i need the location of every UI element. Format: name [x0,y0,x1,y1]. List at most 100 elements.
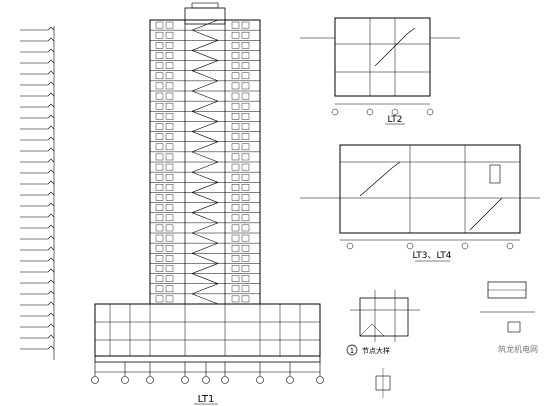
elevation-arrow [47,180,55,185]
elevation-arrow [47,147,55,152]
axis-bubble [221,376,229,384]
lt1-title: LT1 [198,394,215,405]
window [231,194,240,201]
window [155,72,164,80]
stair-flight [191,111,219,122]
window [231,72,240,80]
window [155,123,164,130]
elevation-arrow [47,37,55,42]
window [241,244,250,252]
window [241,285,250,293]
lt2-section [300,17,460,116]
elevation-arrow [47,125,55,130]
window [155,82,164,90]
axis-bubble [146,376,154,384]
window [241,82,250,90]
window [165,214,174,222]
window [155,184,164,191]
watermark: 筑龙机电网 [498,344,538,354]
window [241,275,250,282]
window [165,285,174,293]
stair-flight [191,222,219,234]
elevation-arrow [47,301,55,306]
window [231,244,240,252]
window [241,265,250,272]
elevation-arrow [47,290,55,295]
window [165,184,174,191]
window [241,31,250,39]
window [231,255,240,262]
stair-flight [191,80,219,92]
window [241,52,250,59]
window [165,295,174,303]
window [165,62,174,69]
window [165,52,174,59]
window [165,123,174,130]
elevation-arrow [47,169,55,174]
window [241,133,250,140]
window [241,113,250,120]
window [231,184,240,191]
stair-flight [191,263,219,274]
node-detail [350,290,420,398]
window [231,113,240,120]
axis-bubble [181,376,189,384]
elevation-arrow [47,345,55,350]
elevation-arrow [47,312,55,317]
elevation-arrow [47,213,55,218]
window [155,42,164,49]
elevation-arrow [47,59,55,64]
elevation-arrow [47,334,55,339]
window [231,21,240,29]
window [165,113,174,120]
elevation-arrow [47,235,55,240]
lt1-section [91,2,324,384]
window [155,255,164,262]
window [231,285,240,293]
elevation-arrow [47,279,55,284]
axis-bubble [316,376,324,384]
elevation-arrow [47,70,55,75]
window [155,133,164,140]
window [241,92,250,100]
stair-flight [191,29,219,41]
window [165,163,174,171]
detail-marker-number: 1 [350,347,354,355]
lt2-title: LT2 [388,115,403,125]
window [165,21,174,29]
window [155,163,164,171]
window [231,224,240,232]
window [165,194,174,201]
window [155,224,164,232]
stair-flight [191,60,219,71]
elevation-arrow [47,224,55,229]
axis-bubble [286,376,294,384]
elevation-arrow [47,257,55,262]
beam-detail [480,281,535,333]
window [231,123,240,130]
window [165,82,174,90]
detail-marker-circle [346,344,358,356]
window [155,31,164,39]
stair-flight [191,151,219,163]
stair-flight [191,100,219,112]
window [231,92,240,100]
stair-flight [191,90,219,102]
window [241,224,250,232]
window [241,234,250,242]
stair-flight [191,293,219,305]
window [155,62,164,69]
axis-bubble [121,376,129,384]
axis-bubble [256,376,264,384]
elevation-arrow [47,81,55,86]
window [155,173,164,181]
window [155,214,164,222]
window [231,153,240,161]
window [165,133,174,140]
elevation-arrow [47,202,55,207]
window [241,62,250,69]
window [231,62,240,69]
stair-flight [191,141,219,153]
axis-bubble [202,376,210,384]
stair-flight [191,19,219,31]
